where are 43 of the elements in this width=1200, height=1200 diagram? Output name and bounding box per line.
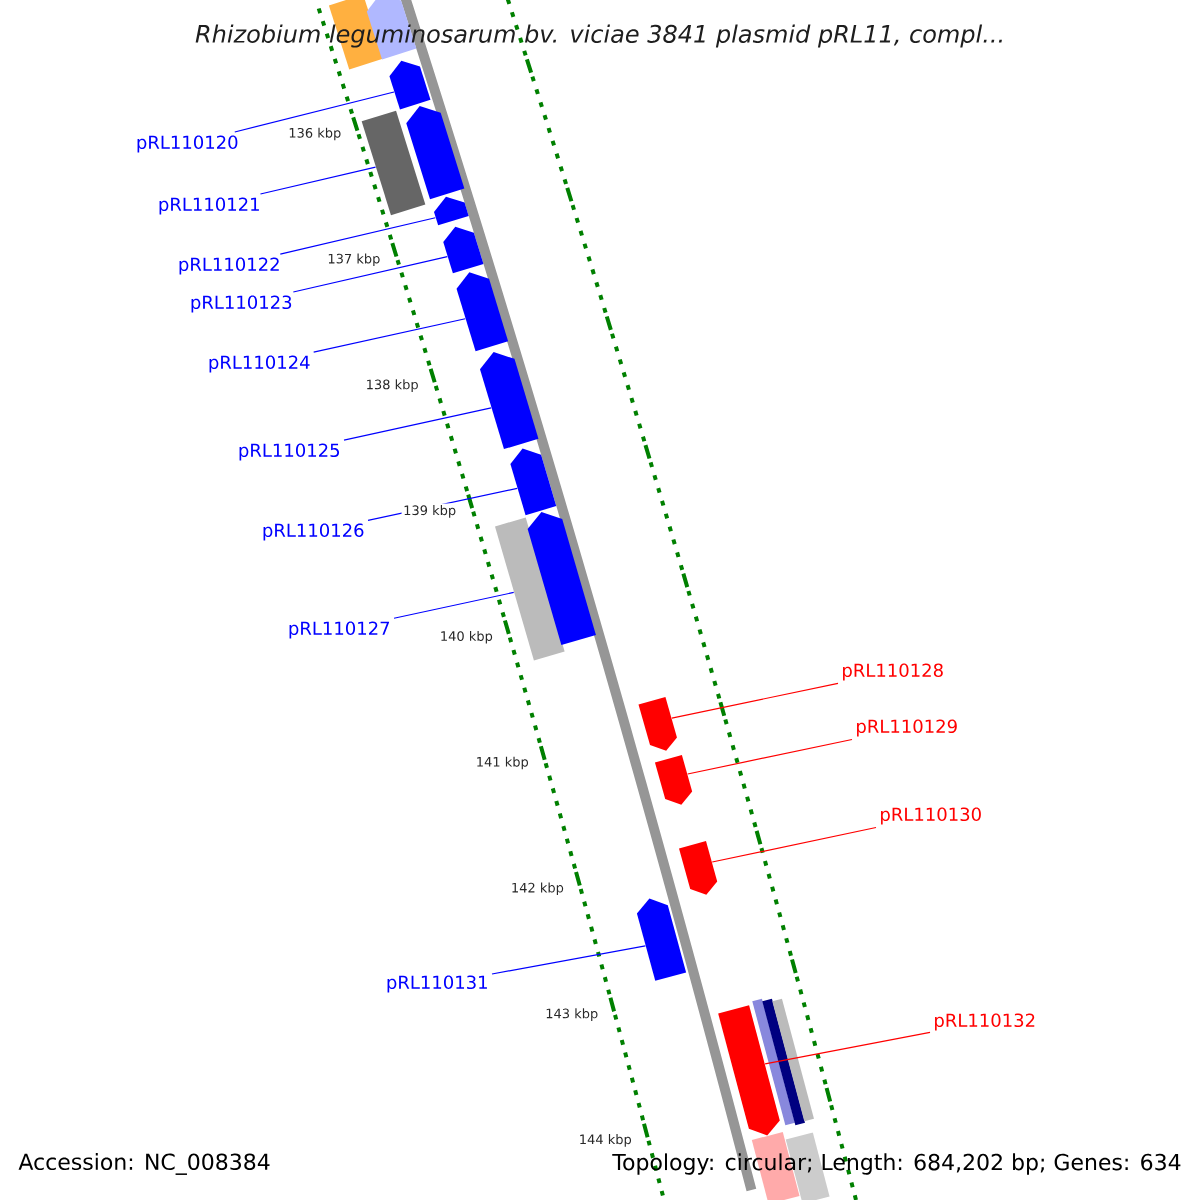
gene-box bbox=[495, 517, 565, 661]
gene-block bbox=[654, 754, 693, 805]
leader-line bbox=[313, 318, 466, 353]
gene-block bbox=[510, 448, 557, 516]
gene-box bbox=[361, 110, 426, 216]
gene-box bbox=[762, 998, 805, 1126]
gene-label: pRL110132 bbox=[935, 1013, 1035, 1031]
gene-block bbox=[389, 60, 431, 110]
gene-box bbox=[752, 998, 795, 1126]
gene-label: pRL110121 bbox=[159, 197, 259, 215]
leader-line bbox=[343, 407, 492, 441]
gene-block bbox=[443, 226, 484, 274]
footer-text: Accession: NC_008384 bbox=[18, 1153, 270, 1175]
gene-block bbox=[527, 511, 596, 645]
gene-label: pRL110124 bbox=[209, 355, 310, 373]
gene-label: pRL110131 bbox=[387, 975, 487, 993]
leader-line bbox=[393, 591, 515, 619]
leader-line bbox=[764, 1031, 931, 1065]
leader-line bbox=[279, 217, 436, 255]
gene-label: pRL110128 bbox=[843, 663, 943, 681]
gene-block bbox=[636, 898, 687, 981]
leader-line bbox=[671, 682, 839, 719]
gene-block bbox=[480, 351, 539, 450]
gene-block bbox=[638, 696, 677, 751]
gene-block bbox=[679, 841, 718, 895]
footer-text: Topology: circular; Length: 684,202 bp; Genes: 634 bbox=[612, 1153, 1181, 1175]
leader-line bbox=[234, 91, 395, 133]
gene-box bbox=[772, 998, 814, 1122]
gene-label: pRL110125 bbox=[239, 443, 339, 461]
leader-line bbox=[292, 256, 448, 293]
gene-block bbox=[718, 1005, 780, 1136]
leader-line bbox=[259, 166, 377, 195]
leader-line bbox=[687, 738, 853, 775]
gene-label: pRL110123 bbox=[191, 295, 292, 313]
gene-block bbox=[434, 196, 469, 226]
gene-label: pRL110120 bbox=[137, 135, 238, 153]
gene-label: pRL110129 bbox=[857, 719, 957, 737]
leader-line bbox=[491, 945, 646, 975]
gene-label: pRL110127 bbox=[289, 621, 390, 639]
gene-label: pRL110130 bbox=[881, 807, 981, 825]
leader-line bbox=[711, 826, 877, 863]
gene-label: pRL110126 bbox=[263, 523, 364, 541]
gene-label: pRL110122 bbox=[179, 257, 279, 275]
